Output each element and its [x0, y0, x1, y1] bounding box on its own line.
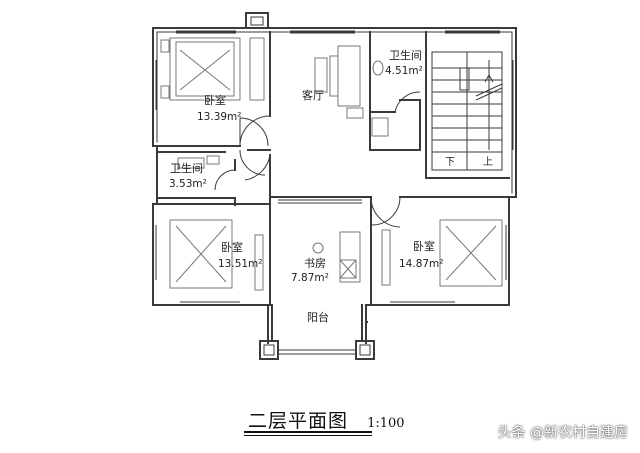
- bedroom-sw-area: 13.51m²: [218, 258, 263, 270]
- sofa: [337, 45, 361, 107]
- balcony-outline: [267, 304, 367, 344]
- plan-scale: 1:100: [367, 416, 405, 431]
- plan-title-block: 二层平面图 1:100: [248, 406, 405, 433]
- stair-down-label: 下: [445, 157, 455, 168]
- bed-nw: [169, 37, 241, 101]
- living-room-label: 客厅: [302, 89, 324, 102]
- bedroom-se-area: 14.87m²: [399, 258, 444, 270]
- title-underline-thin: [244, 435, 372, 436]
- bathroom-ne-label: 卫生间: [389, 49, 422, 62]
- bedroom-nw-label: 卧室: [204, 94, 226, 107]
- watermark: 头条 @新农村自建房: [497, 425, 628, 441]
- study-area: 7.87m²: [291, 272, 329, 284]
- bedroom-sw-label: 卧室: [221, 241, 243, 254]
- study-label: 书房: [304, 257, 326, 270]
- bed-se: [439, 219, 503, 287]
- staircase: [431, 51, 503, 171]
- balcony-label: 阳台: [307, 311, 329, 324]
- chimney: [245, 12, 269, 29]
- door-swing: [239, 117, 269, 147]
- bathroom-ne-area: 4.51m²: [385, 65, 423, 77]
- title-underline: [244, 431, 372, 433]
- bathroom-w-label: 卫生间: [170, 162, 203, 175]
- interior-walls: [156, 31, 510, 306]
- bedroom-se-label: 卧室: [413, 240, 435, 253]
- bedroom-nw-area: 13.39m²: [197, 111, 242, 123]
- bathroom-w-area: 3.53m²: [169, 178, 207, 190]
- plan-title: 二层平面图: [248, 410, 349, 432]
- bed-sw: [169, 219, 233, 289]
- stair-up-label: 上: [483, 157, 493, 168]
